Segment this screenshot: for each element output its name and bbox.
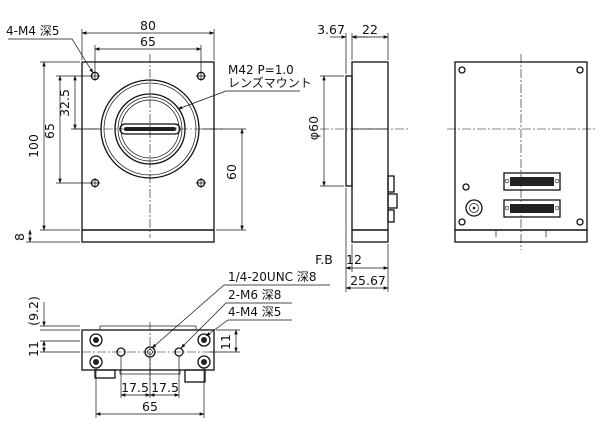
leader-m4-note <box>205 319 292 337</box>
label-m6-note: 2-M6 深8 <box>228 288 281 302</box>
label-height-center: 60 <box>224 164 239 180</box>
rear-power-connector <box>465 199 483 217</box>
label-hole-row-left: 11 <box>26 341 41 357</box>
bottom-connector-right <box>184 369 206 383</box>
bottom-m4-holes <box>89 333 211 369</box>
label-base-thickness: 8 <box>12 233 27 241</box>
side-view: 3.67 22 φ60 F.B 12 25.67 <box>306 22 408 292</box>
label-mount-note-2: レンズマウント <box>228 75 312 90</box>
label-hole-row-right: 11 <box>218 334 233 350</box>
label-flange-back: F.B <box>315 252 333 267</box>
rear-data-connector-top <box>503 172 561 191</box>
leader-tripod-note <box>151 284 330 349</box>
label-total-depth: 25.67 <box>350 273 386 288</box>
label-height-holes: 65 <box>42 123 57 139</box>
label-tripod-note: 1/4-20UNC 深8 <box>228 270 317 284</box>
rear-corner-screws <box>458 66 584 226</box>
bottom-body-edge <box>99 325 197 331</box>
label-flange-step: 3.67 <box>317 22 345 37</box>
label-edge-offset: (9.2) <box>26 296 41 326</box>
rear-view <box>447 54 595 250</box>
label-height-total: 100 <box>26 134 41 158</box>
label-pitch-left: 17.5 <box>121 380 149 395</box>
rear-status-led <box>462 183 470 191</box>
label-m4-note: 4-M4 深5 <box>228 305 281 319</box>
rear-data-connector-bottom <box>503 199 561 218</box>
leader-m6-note <box>180 302 292 349</box>
front-body-outline <box>81 61 215 231</box>
label-pitch-right: 17.5 <box>151 380 179 395</box>
front-view: 80 65 4-M4 深5 M42 P=1.0 レンズマウント 100 65 3… <box>6 18 312 243</box>
label-holes-note: 4-M4 深5 <box>6 24 59 38</box>
label-bottom-width-holes: 65 <box>142 399 158 414</box>
label-mount-note-1: M42 P=1.0 <box>228 63 294 77</box>
label-width-holes: 65 <box>140 34 156 49</box>
leader-mount-note <box>177 90 300 110</box>
side-body-outline <box>351 61 389 231</box>
bottom-connector-left <box>94 369 116 379</box>
side-connector-3 <box>387 209 395 223</box>
label-flange-back-value: 12 <box>346 252 362 267</box>
side-flange <box>345 75 353 187</box>
label-body-depth: 22 <box>362 22 378 37</box>
side-connector-1 <box>387 175 395 193</box>
front-base-plate <box>81 229 215 243</box>
bottom-view: (9.2) 11 11 1/4-20UNC 深8 2-M6 深8 4-M4 深5… <box>26 270 330 418</box>
side-base <box>351 229 389 243</box>
label-height-half: 32.5 <box>57 89 72 117</box>
leader-holes-note <box>8 38 94 74</box>
label-mount-diameter: φ60 <box>306 116 321 140</box>
side-connector-2 <box>387 193 398 209</box>
label-width-outer: 80 <box>140 18 156 33</box>
